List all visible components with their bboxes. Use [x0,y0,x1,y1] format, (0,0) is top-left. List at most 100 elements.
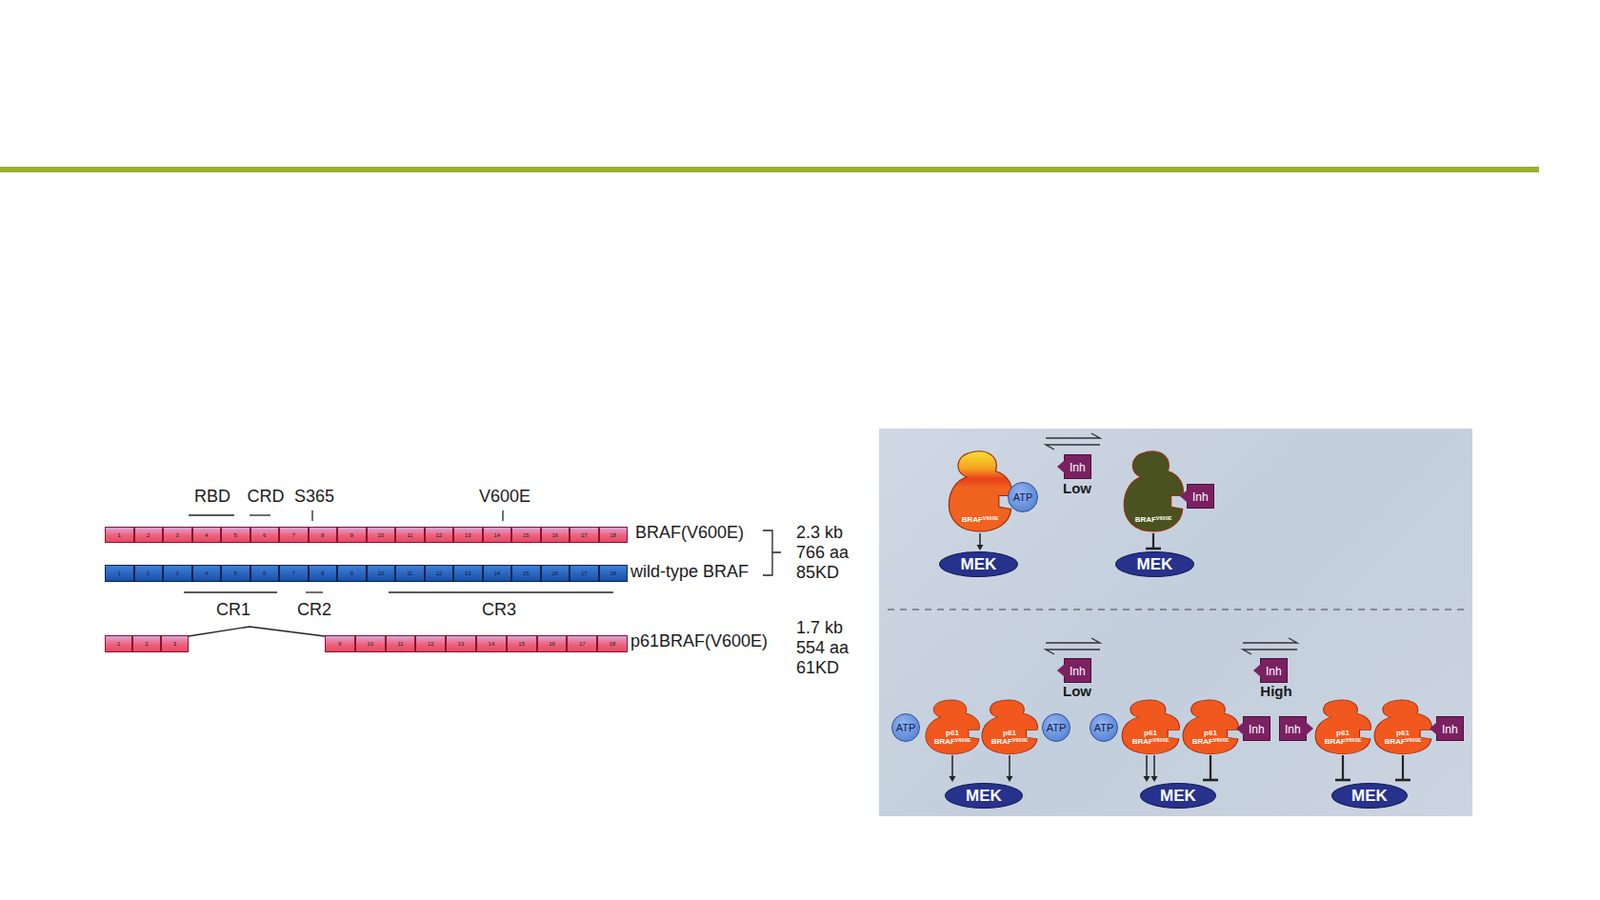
node-text: ATP [1013,491,1034,503]
annotation-label: CR1 [216,600,251,619]
equilibrium-arrows [1045,433,1100,450]
node-text: V600E [1405,737,1422,743]
node-text: 2 [144,640,148,647]
atp-circle: ATP [1089,713,1119,742]
kinase-label-line: p61 [1396,729,1410,738]
mek-oval: MEK [1331,782,1408,809]
node-text: 7 [292,532,296,539]
node-text: 16 [551,532,559,539]
inhibitor-box: Inh [1436,716,1464,741]
inhibition-bar [1335,779,1351,782]
node-text: 13 [464,570,472,577]
annotation-label: 85KD [796,563,840,581]
inhibitor-box: Inh [1063,454,1092,480]
exon-box: 5 [220,526,251,543]
node-text: V600E [1213,737,1230,743]
divider [887,608,1464,610]
exon-box: 12 [415,635,446,653]
exon-box: 10 [366,564,397,582]
node-text: V600E [1345,737,1362,743]
exon-box: 2 [134,526,164,543]
arrow-head [1006,776,1014,782]
exon-box: 6 [250,564,280,582]
inhibition-bar [1395,779,1411,782]
node-text: 15 [518,640,525,647]
exon-box: 4 [192,564,222,582]
kinase-label-line: p61 [1203,729,1218,738]
exon-box: 11 [395,564,425,582]
node-text: 15 [522,570,530,577]
kinase-label-line: p61 [1002,729,1017,738]
inhibitor-box: Inh [1063,658,1092,683]
exon-box: 18 [599,526,629,543]
exon-box: 9 [337,526,367,543]
node-text: 4 [204,570,208,577]
node-text: p61 [1002,728,1017,738]
node-text: 3 [176,570,180,577]
node-text: Inh [1069,460,1086,475]
level-label: Low [1062,480,1092,496]
exon-box: 17 [566,635,598,653]
node-text: 12 [435,532,442,539]
node-text: MEK [960,555,998,575]
annotation-label: BRAF(V600E) [635,523,744,541]
node-text: 17 [580,532,588,539]
exon-box: 15 [511,564,541,582]
node-text: 5 [234,570,238,577]
connector [1395,755,1411,780]
exon-box: 15 [506,635,538,653]
exon-box: 13 [453,564,483,582]
exon-box: 9 [337,564,367,582]
mek-oval: MEK [944,782,1023,809]
node-text: 10 [377,532,384,539]
exon-box: 16 [537,635,568,653]
kinase-shape: p61BRAFV600E [1120,698,1181,756]
kinase-label-line: BRAFV600E [1192,738,1230,746]
node-text: V600E [1153,737,1170,743]
node-text: p61 [1336,728,1350,738]
node-text: 7 [292,570,296,577]
exon-box: 3 [162,526,193,543]
atp-circle: ATP [1041,713,1071,742]
node-text: 8 [320,532,324,539]
node-text: 3 [173,640,177,647]
exon-box: 5 [220,564,251,582]
annotation-label: 61KD [796,659,840,677]
node-text: V600E [955,737,972,743]
exon-box: 13 [453,526,483,543]
node-text: p61 [1396,728,1410,738]
connector [1143,755,1159,782]
node-text: ATP [1046,721,1067,734]
mek-oval: MEK [939,551,1019,578]
kinase-outline [923,698,981,756]
annotation-label: RBD [194,487,231,505]
atp-circle: ATP [1007,481,1039,513]
node-text: MEK [965,786,1002,806]
kinase-label-line: BRAFV600E [991,738,1029,746]
inhibitor-box: Inh [1186,483,1215,509]
connector [1202,755,1219,780]
kinase-label-line: BRAFV600E [1135,516,1173,524]
node-text: 9 [338,640,341,647]
exon-box: 2 [134,564,164,582]
kinase-body [1315,700,1371,755]
connector [1335,755,1351,780]
rbd-bar [188,514,235,516]
exon-box: 18 [597,635,628,653]
node-text: 6 [262,532,266,539]
annotation-label: CR2 [297,600,332,619]
node-text: 1 [117,640,120,647]
kinase-outline [1372,698,1434,756]
connector-line [1145,755,1148,778]
node-text: 10 [366,640,374,647]
exon-box: 12 [424,564,455,582]
node-text: 1 [118,532,121,539]
pointer [1236,721,1244,736]
node-text: 17 [580,570,588,577]
connector-line [1401,755,1404,780]
node-text: BRAF [1384,737,1406,746]
arrow-head [977,544,984,551]
pointer [1057,663,1065,678]
pointer [1253,663,1261,678]
